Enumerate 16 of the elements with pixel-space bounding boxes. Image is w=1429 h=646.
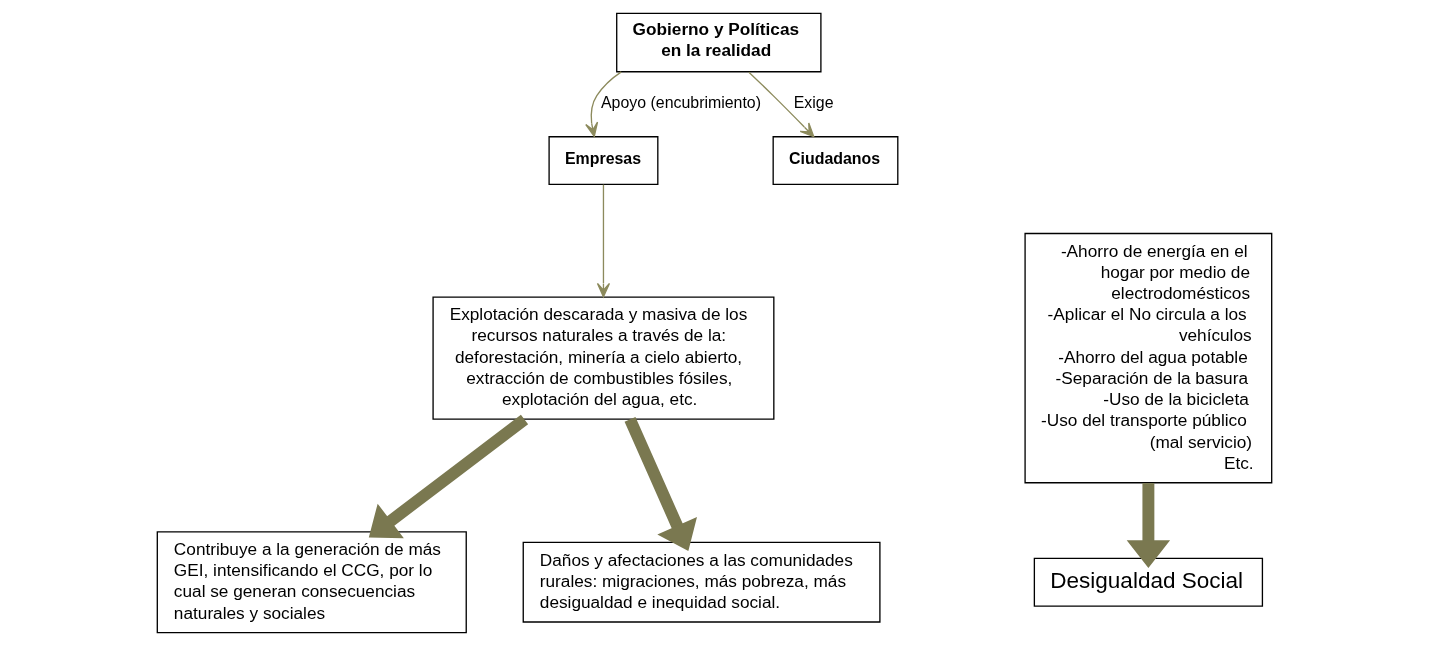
node-box: Daños y afectaciones a las comunidades rurales: migraciones, más pobreza, más desigualdad e inequidad social. [522, 541, 881, 623]
node-box: Empresas [548, 136, 659, 186]
node-box: -Ahorro de energía en el hogar por medio de electrodomésticos -Aplicar el No circula a los vehículos -Ahorro del agua potable -Separación de la basura -Uso de la bicicleta -Uso del transporte público (mal servicio) Etc. [1024, 232, 1273, 484]
edge-label: Apoyo (encubrimiento) [601, 94, 762, 112]
edge-label: Exige [793, 94, 834, 112]
node-box: Gobierno y Políticas en la realidad [616, 12, 822, 73]
node-box: Contribuye a la generación de más GEI, intensificando el CCG, por lo cual se generan consecuencias naturales y sociales [156, 531, 467, 634]
arrow [596, 184, 611, 298]
arrow [748, 71, 815, 138]
arrow [624, 416, 697, 551]
arrow [1126, 483, 1171, 568]
node-box: Ciudadanos [772, 136, 899, 186]
arrow [368, 414, 529, 539]
node-box: Desigualdad Social [1033, 557, 1264, 607]
node-box: Explotación descarada y masiva de los recursos naturales a través de la: deforestación, minería a cielo abierto, extracción de combustibles fósiles, explotación del agua, etc. [432, 296, 775, 420]
arrow [585, 71, 622, 137]
